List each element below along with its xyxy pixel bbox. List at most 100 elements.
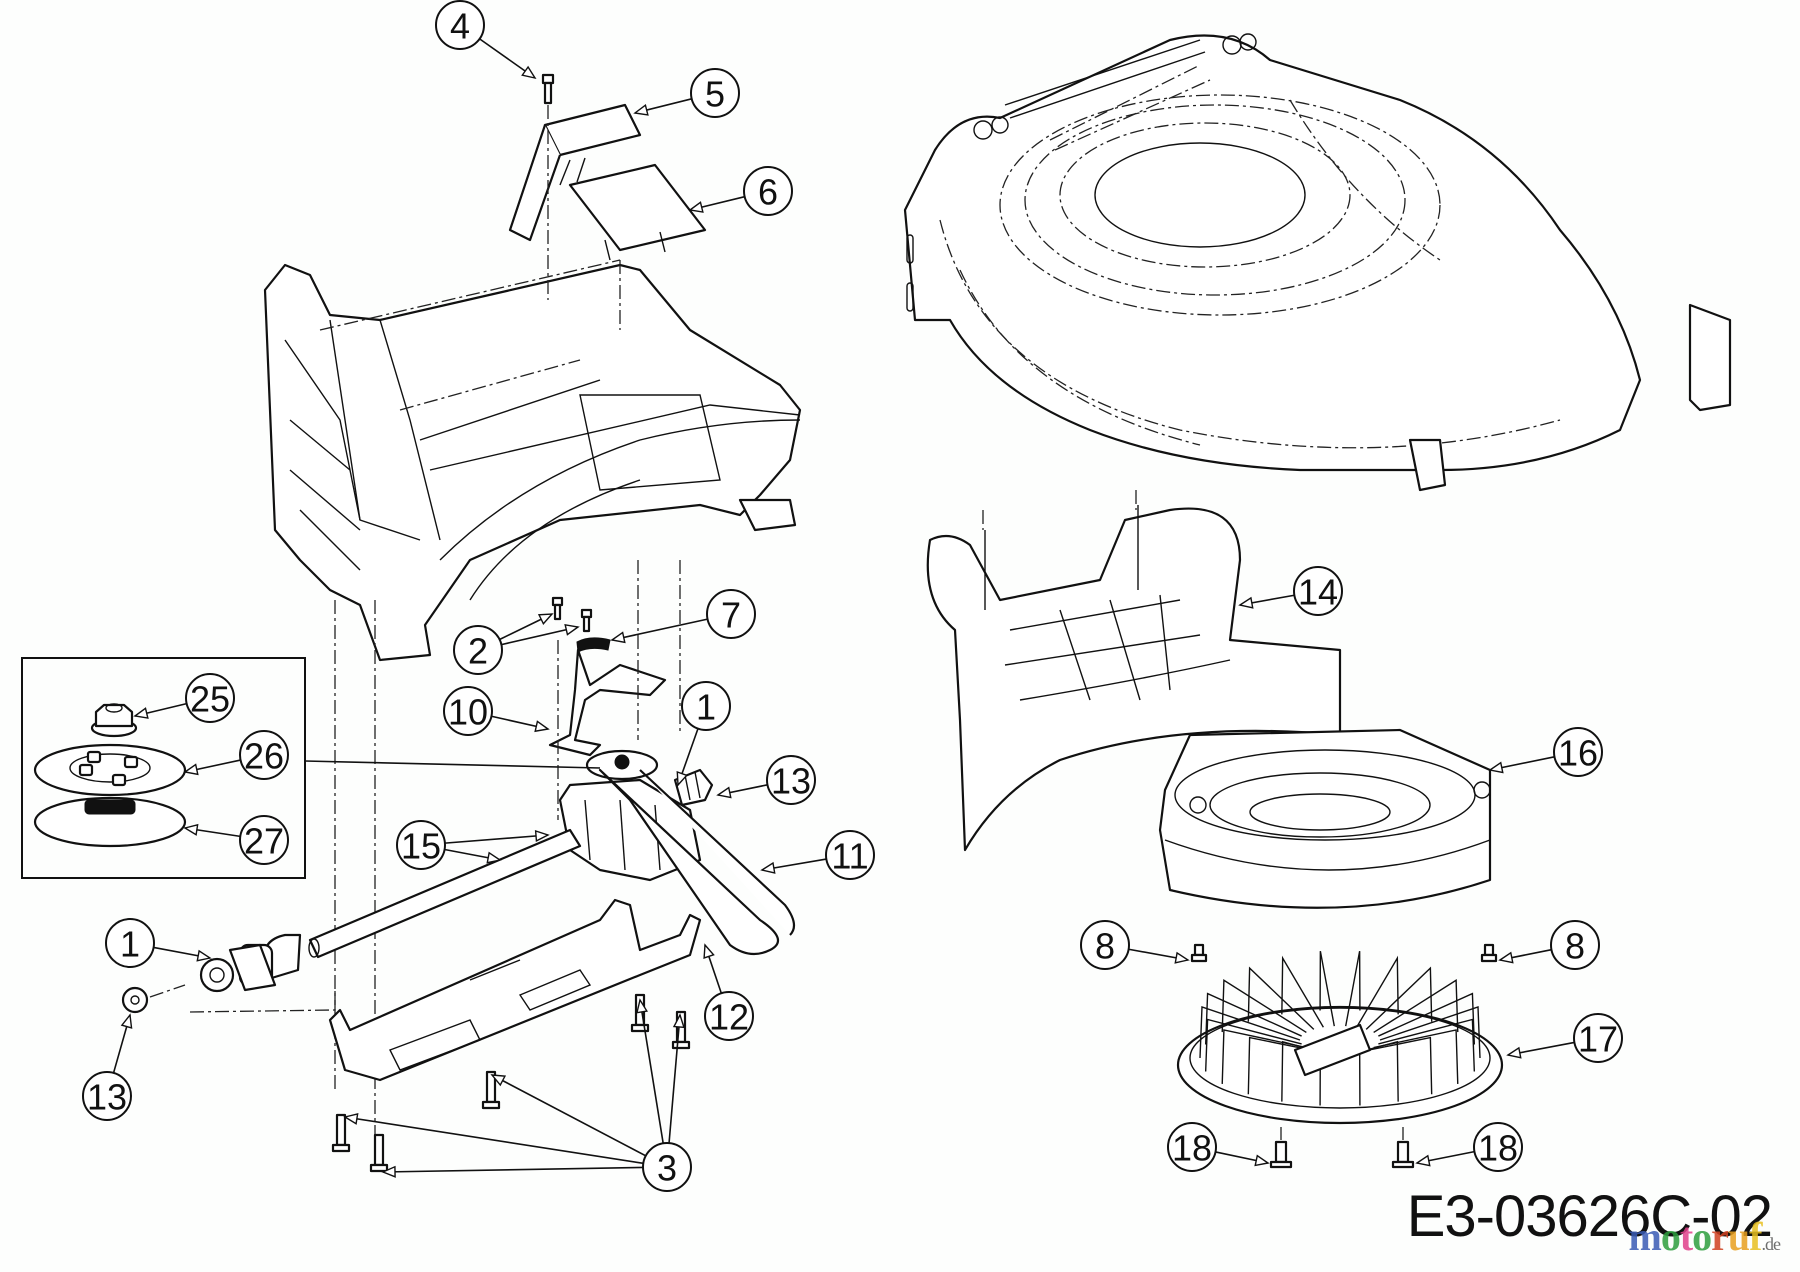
leader-line — [501, 626, 579, 646]
callout-number: 1 — [120, 924, 140, 965]
callout-circle — [239, 730, 289, 780]
fan-blade — [1247, 1036, 1314, 1095]
fan-blade — [1345, 951, 1361, 1027]
bracket-cover-part-5 — [508, 103, 642, 242]
fan-blade — [1365, 966, 1433, 1030]
arrowhead — [1238, 596, 1254, 609]
fan-blade — [1247, 966, 1315, 1030]
bolt-part-3-d — [331, 1113, 351, 1153]
arrowhead — [133, 707, 149, 719]
watermark-letter: o — [1692, 1214, 1712, 1259]
leader-line — [444, 834, 549, 844]
arrowhead — [688, 201, 704, 213]
callout-circle — [766, 755, 816, 805]
arrowhead — [1488, 761, 1504, 774]
pinion-gear-part-13 — [121, 986, 149, 1014]
leader-line — [639, 999, 664, 1144]
callout-circle — [642, 1142, 692, 1192]
callout-number: 3 — [657, 1148, 677, 1189]
callout-spring: 7 — [706, 589, 756, 639]
callout-circle — [825, 830, 875, 880]
callout-gearbox-bracket: 12 — [704, 991, 754, 1041]
watermark-letter: o — [1660, 1214, 1681, 1259]
fan-housing-part-16 — [1158, 728, 1492, 909]
arrowhead — [1415, 1154, 1431, 1167]
pulley-part-26 — [33, 743, 187, 797]
v-belt-part-11 — [598, 768, 796, 956]
arrowhead — [343, 1112, 359, 1125]
callout-circle — [1293, 566, 1343, 616]
arrowhead — [1498, 951, 1514, 964]
arrowhead — [183, 823, 199, 836]
callout-circle — [1473, 1122, 1523, 1172]
watermark-tld: .de — [1761, 1234, 1781, 1254]
callout-number: 17 — [1578, 1019, 1618, 1060]
arrowhead — [672, 1013, 685, 1029]
fan-blade — [1204, 992, 1302, 1045]
watermark-letter: t — [1679, 1214, 1693, 1259]
fan-blade — [1281, 955, 1324, 1028]
callout-number: 8 — [1565, 926, 1585, 967]
leader-line — [611, 618, 708, 641]
callout-belt-guide-bracket: 10 — [443, 686, 493, 736]
callout-circle — [681, 681, 731, 731]
arrowhead — [196, 949, 212, 962]
arrowhead — [381, 1165, 396, 1178]
screw-part-2-a — [551, 596, 564, 621]
callout-fan-impeller: 17 — [1573, 1013, 1623, 1063]
fan-blade — [1356, 955, 1399, 1028]
arrowhead — [534, 829, 550, 843]
callout-number: 25 — [190, 679, 230, 720]
arrowhead — [760, 861, 776, 874]
callout-screw: 8 — [1550, 920, 1600, 970]
callout-circle — [1080, 920, 1130, 970]
arrowhead — [183, 763, 199, 776]
callout-number: 13 — [771, 761, 811, 802]
fan-blade — [1378, 1018, 1476, 1072]
bolt-part-4 — [541, 73, 555, 105]
arrowhead — [703, 943, 715, 959]
assembly-line — [189, 990, 336, 1013]
pulley-part-27 — [33, 796, 187, 848]
arrowhead — [564, 623, 580, 636]
bolt-part-18-right — [1391, 1127, 1415, 1169]
fan-blade — [1221, 978, 1307, 1034]
callout-circle — [435, 0, 485, 50]
callout-number: 26 — [244, 736, 284, 777]
drawing-code: E3-03626C-02 — [1406, 1184, 1773, 1249]
callout-circle — [443, 686, 493, 736]
arrowhead — [486, 851, 502, 864]
callout-circle — [743, 166, 793, 216]
screw-part-8-left — [1190, 943, 1208, 963]
arrowhead — [676, 771, 688, 787]
watermark-letter: r — [1711, 1214, 1729, 1259]
bracket-part-10 — [548, 648, 667, 757]
arrowhead — [1506, 1046, 1522, 1059]
screw-part-8-right — [1480, 943, 1498, 963]
arrowhead — [636, 998, 648, 1014]
arrowhead — [610, 631, 626, 644]
fan-impeller-part-17 — [1176, 951, 1504, 1125]
leader-lines — [112, 38, 1575, 1178]
callout-screw: 8 — [1080, 920, 1130, 970]
callout-circle — [396, 820, 446, 870]
callout-circle — [239, 815, 289, 865]
callout-axle-shaft: 15 — [396, 820, 446, 870]
watermark-letter: f — [1749, 1214, 1762, 1259]
callout-flange-nut: 25 — [185, 673, 235, 723]
callout-bolts: 3 — [642, 1142, 692, 1192]
axle-shaft-part-15 — [308, 828, 582, 959]
callout-number: 10 — [448, 692, 488, 733]
callout-number: 5 — [705, 74, 725, 115]
arrowhead — [120, 1013, 133, 1029]
callout-pulley-upper: 26 — [239, 730, 289, 780]
callout-screws: 2 — [453, 625, 503, 675]
cover-plate-part-6 — [568, 163, 707, 261]
flange-nut-part-25 — [90, 703, 138, 738]
callout-cover-plate: 6 — [743, 166, 793, 216]
watermark-letter: u — [1727, 1214, 1750, 1259]
callout-bracket-cover: 5 — [690, 68, 740, 118]
arrowhead — [521, 65, 537, 80]
arrowhead — [1254, 1154, 1270, 1167]
